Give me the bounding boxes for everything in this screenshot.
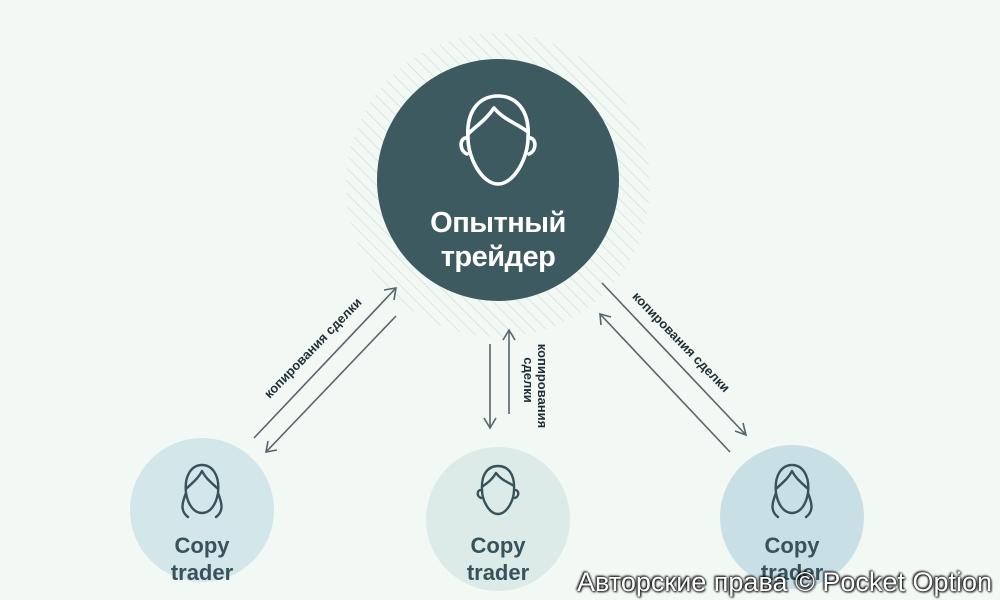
copy-node-right-circle — [720, 445, 864, 589]
female-head-icon — [181, 463, 223, 519]
center-node-circle — [377, 59, 619, 301]
copy-node-right-label-line2: trader — [761, 560, 824, 585]
edge-right-arrows — [599, 282, 748, 453]
center-node-label-line1: Опытный — [430, 207, 566, 239]
edge-middle-label-line1: копирования — [535, 344, 550, 428]
edge-left-label: копирования сделки — [261, 295, 365, 402]
male-head-icon — [476, 464, 520, 516]
copy-node-right-label-line1: Copy — [765, 533, 821, 558]
copy-node-left-label-line1: Copy — [175, 533, 231, 558]
copy-node-left-label-line2: trader — [171, 560, 234, 585]
edge-middle-label-line2: сделки — [521, 357, 536, 402]
copyright-watermark: Авторские права © Pocket Option — [577, 567, 992, 597]
edge-middle-arrows — [483, 328, 516, 430]
copy-node-middle-label-line2: trader — [467, 560, 530, 585]
female-head-icon — [771, 463, 813, 519]
male-head-icon — [459, 94, 537, 186]
copy-node-middle-circle — [426, 447, 570, 591]
edge-right-label: копирования сделки — [629, 289, 733, 396]
copy-node-left-circle — [130, 438, 274, 582]
copy-node-middle-label-line1: Copy — [471, 533, 527, 558]
edge-left-arrows — [253, 287, 397, 453]
center-node-label-line2: трейдер — [441, 241, 556, 273]
